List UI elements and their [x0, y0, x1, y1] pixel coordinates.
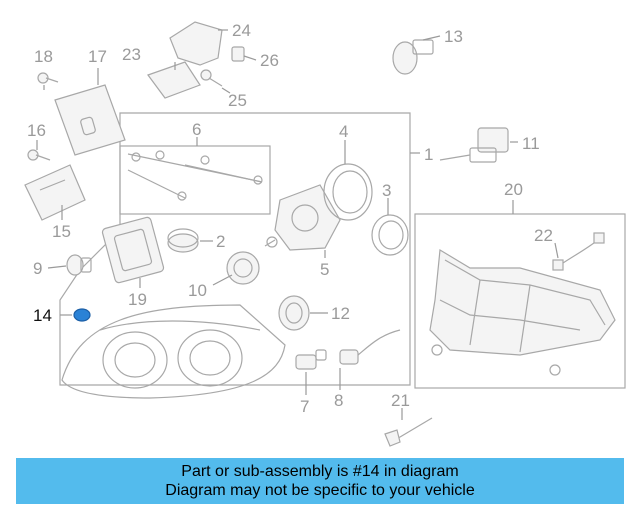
module-23-part: [147, 61, 201, 99]
gasket-19-part: [101, 216, 165, 284]
parts-diagram: 1 2 3 4 5 6 7 8 9 10 11 12 13 14 15 16 1…: [24, 21, 626, 447]
callout-25: 25: [228, 91, 247, 110]
callout-23: 23: [122, 45, 141, 64]
callout-10: 10: [188, 281, 207, 300]
callout-16: 16: [27, 121, 46, 140]
support-bracket-part: [429, 248, 616, 376]
callout-19: 19: [128, 290, 147, 309]
clip-14-part-highlighted: [73, 308, 91, 322]
bulb-9-part: [66, 254, 92, 276]
headlight-lens-part: [61, 304, 286, 399]
control-module-17-part: [54, 84, 126, 156]
bracket-group-box: [414, 213, 626, 389]
callout-12: 12: [331, 304, 350, 323]
callout-18: 18: [34, 47, 53, 66]
callout-5: 5: [320, 260, 329, 279]
bulb-7-part: [295, 349, 327, 370]
callout-17: 17: [88, 47, 107, 66]
callout-7: 7: [300, 397, 309, 416]
cap-2-part: [167, 228, 199, 253]
leveling-assembly-box: [119, 145, 271, 215]
callout-20: 20: [504, 180, 523, 199]
bulb-13-part: [392, 39, 434, 75]
callout-6: 6: [192, 120, 201, 139]
wire-connector-22-part: [552, 232, 605, 271]
callout-9: 9: [33, 259, 42, 278]
callout-3: 3: [382, 181, 391, 200]
module-15-part: [24, 164, 86, 221]
clip-26-part: [231, 46, 245, 62]
callout-labels: 1 2 3 4 5 6 7 8 9 10 11 12 13 14 15 16 1…: [27, 21, 553, 416]
banner-line-disclaimer: Diagram may not be specific to your vehi…: [165, 482, 475, 499]
callout-21: 21: [391, 391, 410, 410]
callout-2: 2: [216, 232, 225, 251]
callout-22: 22: [534, 226, 553, 245]
bracket-24-part: [169, 21, 223, 66]
screw-16-part: [27, 149, 51, 161]
socket-12-part: [278, 295, 310, 331]
banner-line-part-number: Part or sub-assembly is #14 in diagram: [181, 463, 459, 480]
harness-8-part: [339, 329, 401, 365]
screw-25-part: [200, 69, 223, 87]
bulb-11-part: [439, 127, 509, 163]
callout-4: 4: [339, 122, 348, 141]
callout-14: 14: [33, 306, 52, 325]
screw-18-part: [37, 72, 59, 84]
leader-lines: [36, 29, 559, 420]
ring-4-part: [323, 163, 373, 221]
callout-13: 13: [444, 27, 463, 46]
leveling-rod-part: [127, 150, 263, 201]
callout-26: 26: [260, 51, 279, 70]
callout-24: 24: [232, 21, 251, 40]
callout-15: 15: [52, 222, 71, 241]
bolt-21-part: [384, 417, 433, 447]
motor-5-part: [264, 184, 341, 251]
callout-1: 1: [424, 145, 433, 164]
ring-3-part: [371, 214, 409, 256]
socket-10-part: [226, 251, 260, 285]
callout-8: 8: [334, 391, 343, 410]
callout-11: 11: [522, 134, 540, 153]
part-info-banner: Part or sub-assembly is #14 in diagram D…: [16, 458, 624, 504]
